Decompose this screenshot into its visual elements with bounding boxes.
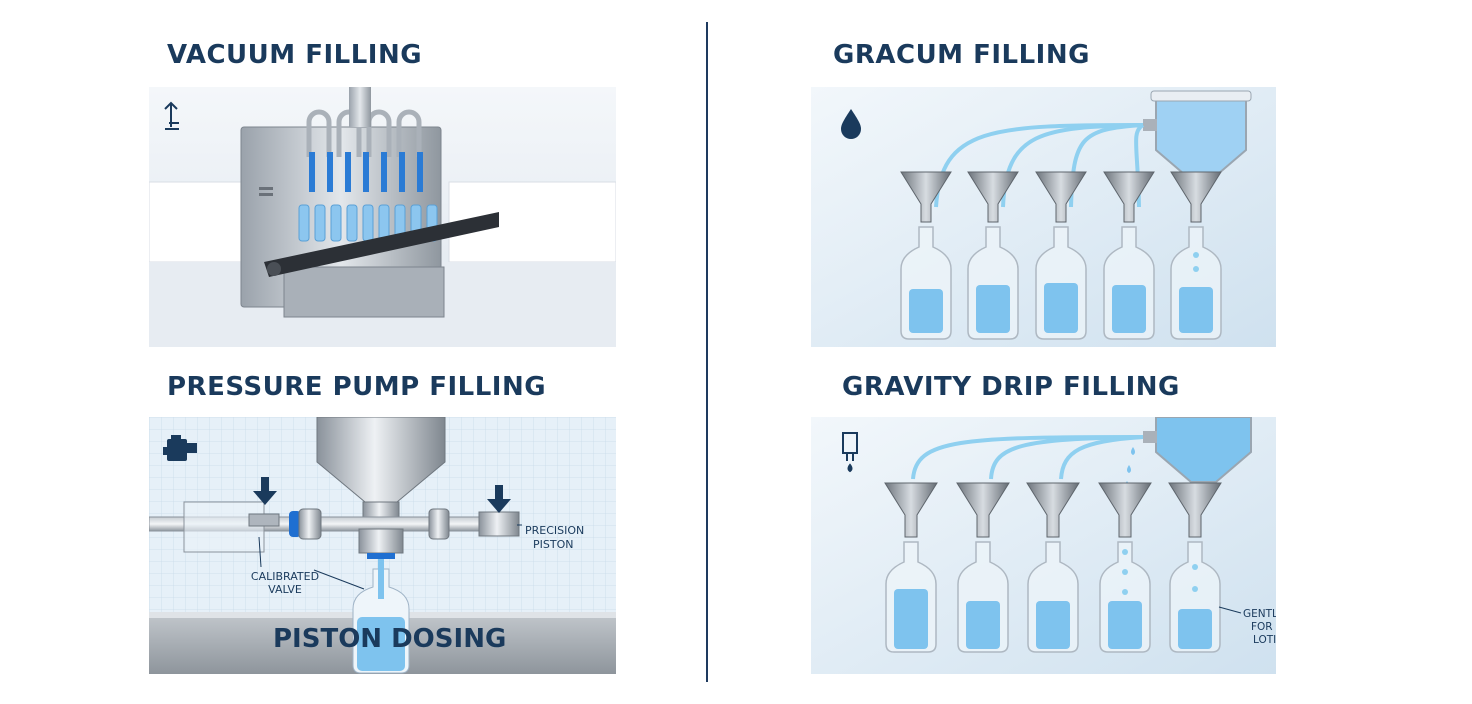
water-drop-icon bbox=[841, 109, 861, 139]
precision-piston-label: PRECISION bbox=[525, 524, 584, 537]
gentle-flow-label-2: FOR LIGHT bbox=[1251, 621, 1276, 633]
calibrated-valve-label: CALIBRATED bbox=[251, 570, 319, 583]
down-arrow-right bbox=[487, 485, 511, 513]
calibrated-valve-label-2: VALVE bbox=[268, 583, 302, 596]
gravity-bottles bbox=[885, 541, 1221, 653]
precision-piston-label-2: PISTON bbox=[533, 538, 573, 551]
gentle-flow-label-3: LOTIONS bbox=[1253, 634, 1276, 646]
gracum-bottles bbox=[900, 226, 1222, 340]
gracum-filling-panel bbox=[811, 87, 1276, 347]
down-arrow-left bbox=[253, 477, 277, 505]
gentle-flow-label: GENTLE FLOW bbox=[1243, 608, 1276, 620]
pressure-pump-filling-panel: CALIBRATED VALVE PRECISION PISTON PISTON… bbox=[149, 417, 616, 674]
vacuum-filling-title: VACUUM FILLING bbox=[167, 40, 423, 70]
vacuum-filling-panel bbox=[149, 87, 616, 347]
center-divider bbox=[706, 22, 708, 682]
piston-dosing-caption: PISTON DOSING bbox=[273, 624, 506, 654]
gracum-filling-title: GRACUM FILLING bbox=[833, 40, 1090, 70]
vacuum-arrows-icon bbox=[164, 101, 179, 130]
gravity-drip-filling-panel: GENTLE FLOW FOR LIGHT LOTIONS bbox=[811, 417, 1276, 674]
filling-nozzles bbox=[309, 152, 423, 192]
pressure-pump-filling-title: PRESSURE PUMP FILLING bbox=[167, 372, 547, 402]
gravity-drip-filling-title: GRAVITY DRIP FILLING bbox=[842, 372, 1180, 402]
pump-icon bbox=[163, 435, 197, 461]
dropper-icon bbox=[842, 432, 858, 473]
